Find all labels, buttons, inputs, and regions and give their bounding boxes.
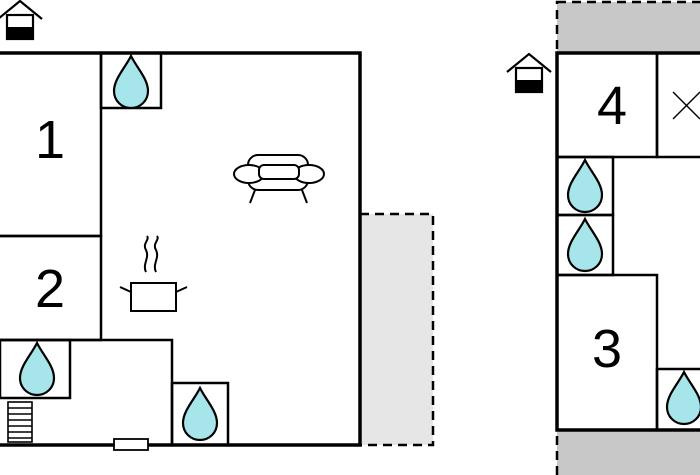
water-drop-icon xyxy=(566,217,604,273)
room-3 xyxy=(555,273,659,432)
entrance-house-icon xyxy=(0,0,44,41)
water-box xyxy=(0,338,72,400)
water-drop-icon xyxy=(18,341,56,397)
water-drop-icon xyxy=(112,54,150,110)
cooking-pot-icon xyxy=(119,235,188,312)
balcony-bottom xyxy=(555,428,700,475)
armchair-icon xyxy=(233,154,325,204)
water-drop-icon xyxy=(181,386,219,442)
closed-cross-icon xyxy=(672,91,700,120)
water-box xyxy=(170,381,230,447)
room-4-label: 4 xyxy=(597,76,627,136)
room-2-label: 2 xyxy=(35,259,65,319)
water-drop-icon xyxy=(566,158,604,214)
water-box xyxy=(655,367,700,432)
room-3-label: 3 xyxy=(592,319,622,379)
upper-floor: 4 3 xyxy=(505,0,700,475)
balcony-top xyxy=(555,0,700,55)
terrace-area xyxy=(358,212,435,447)
entrance-house-icon xyxy=(505,52,553,94)
ground-floor: 1 2 xyxy=(0,0,435,451)
room-1-label: 1 xyxy=(35,110,65,170)
water-drop-icon xyxy=(665,370,700,426)
stairs-icon xyxy=(7,401,33,443)
window-icon xyxy=(113,438,149,451)
closed-room xyxy=(655,51,700,159)
